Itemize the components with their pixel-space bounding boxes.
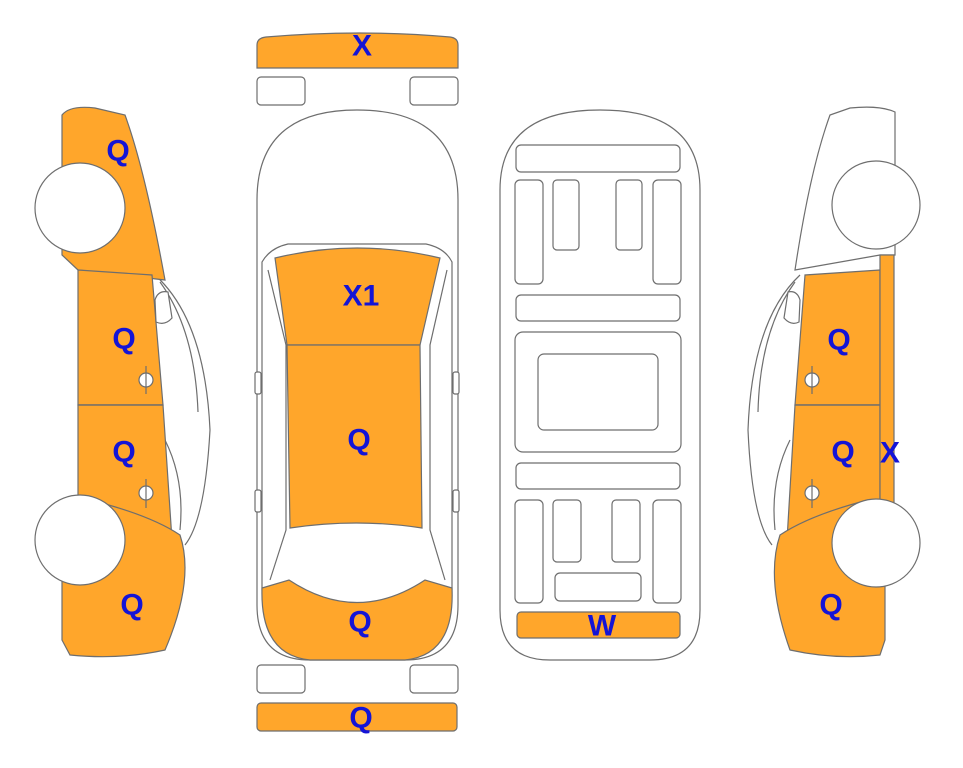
label-left-rear-quarter: Q — [120, 589, 143, 622]
hood-panel[interactable] — [274, 247, 441, 346]
under-slot-rl — [552, 499, 582, 563]
label-trunk: Q — [348, 606, 371, 639]
mirror-right — [452, 371, 460, 395]
under-rail-fr — [652, 179, 682, 285]
under-slot-rr — [611, 499, 641, 563]
label-roof: Q — [347, 424, 370, 457]
label-rear-bumper: Q — [349, 702, 372, 735]
right-front-door-handle — [804, 366, 820, 394]
underbody-rear-panel[interactable] — [516, 611, 681, 639]
label-right-rear-quarter: Q — [819, 589, 842, 622]
left-roof-curve — [154, 274, 211, 546]
under-slot-fl — [552, 179, 580, 251]
side-window-left — [267, 269, 287, 581]
under-crossbar-mid1 — [515, 294, 681, 322]
taillight-right — [409, 664, 459, 694]
left-rear-door-handle — [138, 479, 154, 508]
under-rail-fl — [514, 179, 544, 285]
left-mirror — [154, 291, 173, 324]
right-front-wheel-icon — [831, 160, 921, 250]
front-bumper-panel[interactable] — [256, 32, 459, 69]
handle-right — [452, 489, 460, 513]
right-mirror — [783, 291, 801, 324]
headlight-right — [409, 76, 459, 106]
under-slot-fr — [615, 179, 643, 251]
under-rail-rl — [514, 499, 544, 604]
left-rear-wheel-icon — [34, 494, 126, 586]
right-roof-curve — [747, 274, 801, 546]
trunk-panel[interactable] — [261, 579, 453, 661]
right-rear-door-handle — [804, 479, 820, 508]
label-left-front-door: Q — [112, 323, 135, 356]
label-front-bumper: X — [352, 30, 372, 63]
right-rear-wheel-icon — [831, 498, 921, 588]
taillight-left — [256, 664, 306, 694]
under-rail-rr — [652, 499, 682, 604]
underbody-view — [499, 109, 701, 661]
left-side-view — [34, 106, 211, 658]
left-rear-window — [164, 439, 182, 531]
roof-panel[interactable] — [286, 344, 423, 529]
under-crossbar-mid2 — [515, 462, 681, 490]
rear-bumper-panel[interactable] — [256, 702, 458, 732]
label-right-front-door: Q — [827, 324, 850, 357]
top-view — [254, 32, 460, 732]
side-window-right — [429, 269, 448, 581]
damage-labels: X X1 Q Q Q W Q Q Q Q Q Q X Q — [106, 30, 900, 735]
under-exhaust-box — [554, 572, 642, 602]
mirror-left — [254, 371, 262, 395]
under-crossbar-front — [515, 144, 681, 173]
right-side-view — [747, 106, 921, 658]
right-rear-window — [773, 439, 791, 531]
label-underbody-rear: W — [588, 610, 617, 643]
handle-left — [254, 489, 262, 513]
left-front-door-handle — [138, 366, 154, 394]
under-center-panel — [537, 353, 659, 431]
label-right-rear-door: Q — [831, 436, 854, 469]
headlight-left — [256, 76, 306, 106]
label-hood: X1 — [343, 280, 380, 313]
left-front-wheel-icon — [34, 162, 126, 254]
label-left-rear-door: Q — [112, 436, 135, 469]
label-left-front-fender: Q — [106, 135, 129, 168]
label-right-rocker: X — [880, 437, 900, 470]
